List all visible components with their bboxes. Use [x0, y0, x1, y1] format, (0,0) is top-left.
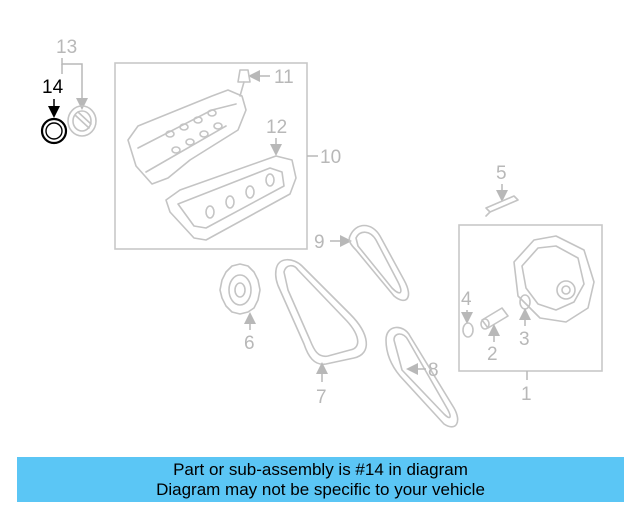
part-13-oil-cap: 13 [56, 37, 97, 137]
part-7-chain: 7 [274, 258, 368, 408]
part-5-bracket: 5 [485, 163, 519, 217]
assembly-1-timing-cover: 1 2 3 4 [458, 224, 603, 405]
callout-13[interactable]: 13 [56, 37, 77, 58]
banner-line-1: Part or sub-assembly is #14 in diagram [173, 460, 468, 479]
callout-5[interactable]: 5 [496, 163, 507, 184]
part-8-chain: 8 [385, 326, 459, 428]
callout-9[interactable]: 9 [314, 232, 325, 253]
callout-10[interactable]: 10 [320, 147, 341, 168]
callout-2[interactable]: 2 [487, 344, 498, 365]
assembly-10-valve-cover: 10 11 12 [114, 62, 341, 250]
parts-diagram: 13 14 10 11 12 [40, 37, 603, 428]
part-9-chain: 9 [314, 224, 410, 302]
banner-line-2: Diagram may not be specific to your vehi… [156, 480, 485, 499]
part-14-seal-ring[interactable]: 14 [40, 77, 68, 145]
callout-1[interactable]: 1 [521, 384, 532, 405]
callout-14[interactable]: 14 [42, 77, 64, 98]
callout-3[interactable]: 3 [519, 329, 530, 350]
callout-11[interactable]: 11 [274, 67, 294, 88]
callout-7[interactable]: 7 [316, 387, 327, 408]
part-6-sprocket: 6 [219, 263, 261, 354]
callout-8[interactable]: 8 [428, 360, 439, 381]
info-banner: Part or sub-assembly is #14 in diagram D… [17, 457, 624, 502]
callout-12[interactable]: 12 [266, 117, 287, 138]
callout-4[interactable]: 4 [461, 289, 472, 310]
callout-6[interactable]: 6 [244, 333, 255, 354]
